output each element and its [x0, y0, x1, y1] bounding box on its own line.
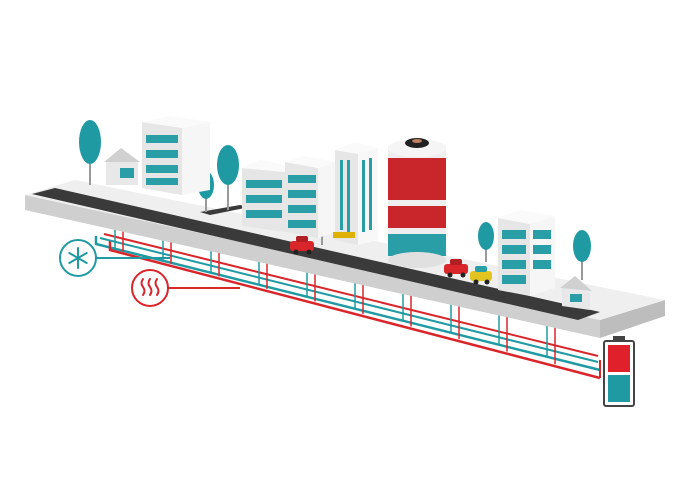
heating-indicator — [131, 269, 169, 307]
hot-pipe-2 — [103, 233, 599, 357]
office-tower-1 — [142, 116, 210, 195]
road — [32, 188, 600, 320]
heat-waves-icon — [140, 278, 160, 296]
tree — [573, 230, 591, 280]
cooling-indicator — [59, 239, 97, 277]
house-right — [560, 276, 592, 310]
battery-hot-level — [608, 345, 630, 372]
buildings — [104, 116, 592, 310]
tall-tower — [333, 142, 378, 245]
car-yellow — [470, 266, 492, 285]
car-red-2 — [444, 259, 468, 278]
office-block-3 — [285, 156, 335, 238]
side-road — [200, 205, 250, 215]
office-block-right — [498, 210, 555, 296]
cold-pipe — [94, 236, 601, 372]
pipe-risers — [114, 229, 556, 365]
house-left — [104, 148, 140, 185]
platform-side — [25, 195, 600, 338]
cars — [290, 236, 492, 285]
cylinder-tower — [388, 138, 446, 268]
pipe-network — [94, 229, 601, 380]
tree — [79, 120, 101, 185]
hot-pipe — [108, 240, 601, 380]
snowflake-icon — [68, 247, 88, 269]
platform-end — [600, 300, 665, 338]
cold-pipe-2 — [99, 237, 599, 363]
car-red — [290, 236, 314, 255]
battery-icon — [603, 336, 635, 407]
tree — [217, 145, 239, 210]
tree — [478, 222, 494, 262]
battery-cold-level — [608, 375, 630, 402]
